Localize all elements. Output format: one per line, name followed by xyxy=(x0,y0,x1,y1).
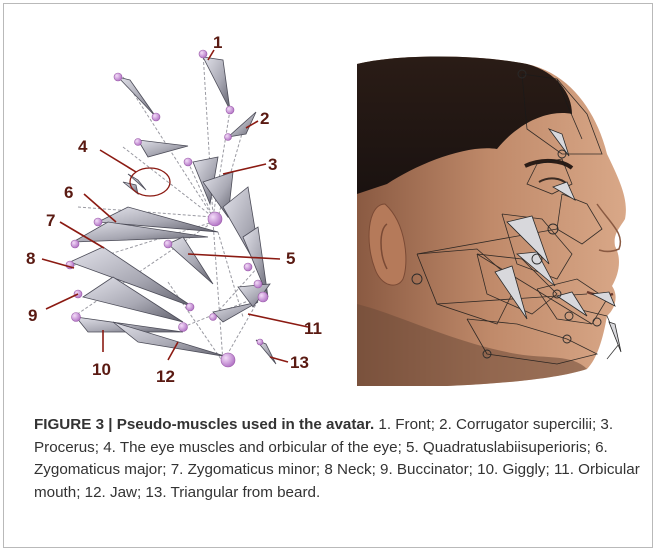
label-11: 11 xyxy=(304,319,322,338)
pseudo-muscle-diagram: 1 2 3 4 5 6 7 8 9 10 11 12 13 xyxy=(18,22,338,392)
label-4: 4 xyxy=(78,137,88,156)
label-8: 8 xyxy=(26,249,35,268)
label-5: 5 xyxy=(286,249,295,268)
label-13: 13 xyxy=(290,353,309,372)
leader-lines xyxy=(42,50,308,362)
label-10: 10 xyxy=(92,360,111,379)
figure-frame: 1 2 3 4 5 6 7 8 9 10 11 12 13 xyxy=(3,3,653,548)
label-6: 6 xyxy=(64,183,73,202)
caption-lead: FIGURE 3 | Pseudo-muscles used in the av… xyxy=(34,416,374,433)
label-9: 9 xyxy=(28,306,37,325)
label-12: 12 xyxy=(156,367,175,386)
eye-highlight-ellipse xyxy=(130,168,170,196)
muscle-shapes xyxy=(70,57,276,364)
label-7: 7 xyxy=(46,211,55,230)
label-3: 3 xyxy=(268,155,277,174)
avatar-face-photo xyxy=(357,54,642,386)
figure-caption: FIGURE 3 | Pseudo-muscles used in the av… xyxy=(34,414,646,504)
label-1: 1 xyxy=(213,33,222,52)
label-2: 2 xyxy=(260,109,269,128)
